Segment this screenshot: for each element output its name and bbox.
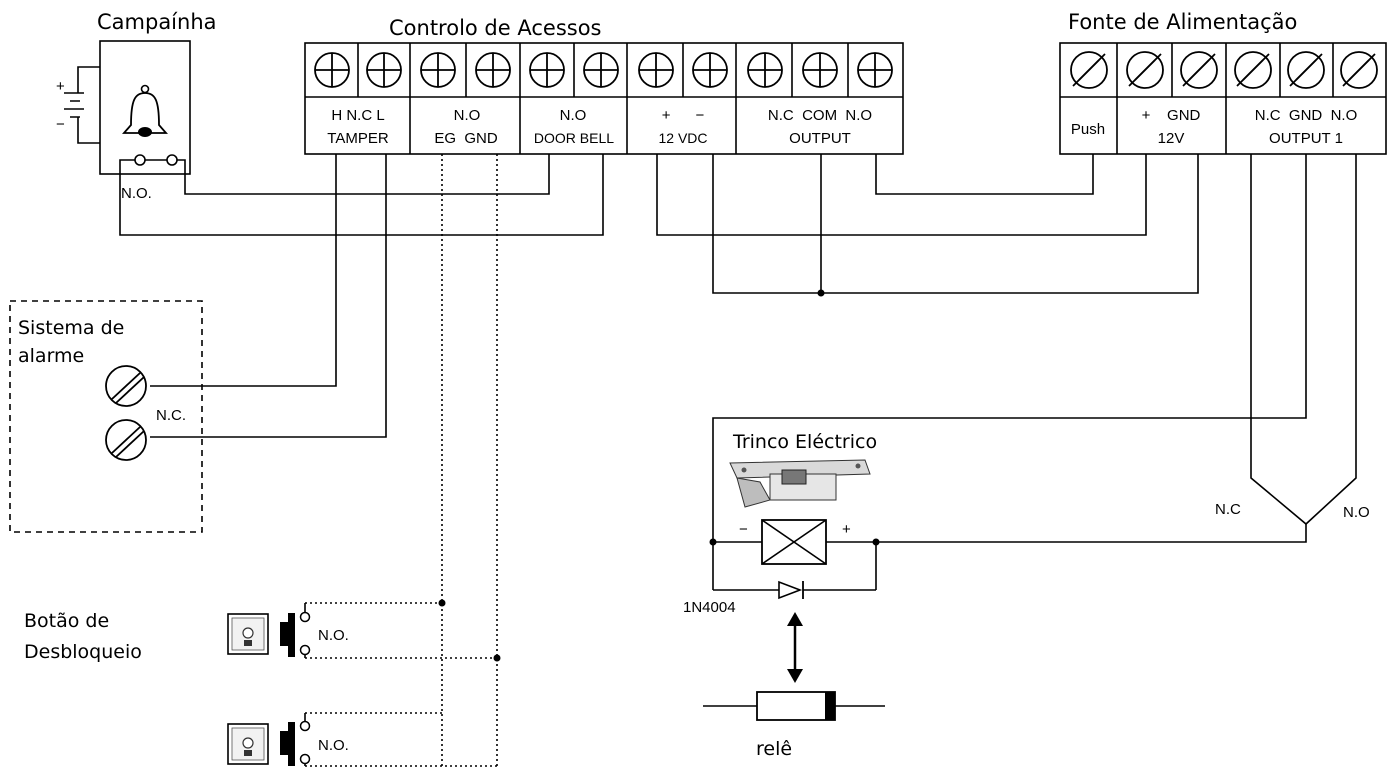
doorbell: + − N.O. xyxy=(56,40,191,202)
coil-plus-label: + xyxy=(842,521,851,538)
alarm-contact-label: N.C. xyxy=(156,407,186,424)
relay-title: relê xyxy=(756,738,792,760)
psu-12v-bottom-label: 12V xyxy=(1158,130,1185,147)
controller-screw-icon xyxy=(692,52,728,88)
strike-title: Trinco Eléctrico xyxy=(732,431,877,453)
alarm-title-line2: alarme xyxy=(18,345,84,367)
psu-title: Fonte de Alimentação xyxy=(1068,10,1297,34)
psu-screw-icon xyxy=(1126,51,1164,89)
power-bottom-label: 12 VDC xyxy=(658,130,707,146)
power-top-label: + − xyxy=(662,107,705,124)
relay-icon xyxy=(703,691,885,721)
controller-screw-icon xyxy=(583,52,619,88)
controller-screw-icon xyxy=(638,52,674,88)
electric-strike-icon xyxy=(729,459,871,508)
psu-screw-icon xyxy=(1180,51,1218,89)
access-controller-terminal: H N.C L TAMPER N.O EG GND N.O DOOR BELL … xyxy=(304,42,904,155)
exit-button-1: N.O. xyxy=(227,603,349,658)
alarm-screw-2-icon xyxy=(105,419,147,461)
relay-no-label: N.O xyxy=(1343,504,1370,521)
tamper-top-label: H N.C L xyxy=(331,107,384,124)
button1-contact-label: N.O. xyxy=(318,627,349,644)
door-bottom-label: DOOR BELL xyxy=(534,130,614,146)
eg-top-label: N.O xyxy=(454,107,481,124)
controller-screw-icon xyxy=(802,52,838,88)
psu-screw-icon xyxy=(1234,51,1272,89)
coil-minus-label: − xyxy=(739,521,748,538)
button-title-line2: Desbloqueio xyxy=(24,641,142,663)
psu-screw-icon xyxy=(1287,51,1325,89)
relay-nc-label: N.C xyxy=(1215,501,1241,518)
psu-12v-top-label: + GND xyxy=(1142,107,1201,124)
wires xyxy=(119,154,1357,769)
battery-plus: + xyxy=(56,78,65,95)
controller-screw-icon xyxy=(314,52,350,88)
psu-output-bottom-label: OUTPUT 1 xyxy=(1269,130,1343,147)
output-bottom-label: OUTPUT xyxy=(789,130,851,147)
strike-coil: − + xyxy=(709,519,880,565)
controller-screw-icon xyxy=(857,52,893,88)
tamper-bottom-label: TAMPER xyxy=(327,130,389,147)
psu-screw-icon xyxy=(1340,51,1378,89)
double-arrow-icon xyxy=(787,612,803,683)
diode: 1N4004 xyxy=(683,580,876,616)
controller-screw-icon xyxy=(475,52,511,88)
controller-title: Controlo de Acessos xyxy=(389,16,602,40)
bell-icon xyxy=(122,84,168,137)
bell-contact-label: N.O. xyxy=(121,185,152,202)
controller-screw-icon xyxy=(366,52,402,88)
controller-screw-icon xyxy=(420,52,456,88)
psu-push-label: Push xyxy=(1071,121,1105,138)
controller-screw-icon xyxy=(747,52,783,88)
alarm-system: Sistema de alarme N.C. xyxy=(9,300,203,533)
power-supply-terminal: Push + GND 12V N.C GND N.O OUTPUT 1 xyxy=(1059,42,1387,155)
button-title-line1: Botão de xyxy=(24,610,109,632)
psu-output-top-label: N.C GND N.O xyxy=(1255,107,1358,124)
exit-button-2: N.O. xyxy=(227,713,349,766)
psu-screw-icon xyxy=(1070,51,1108,89)
door-top-label: N.O xyxy=(560,107,587,124)
eg-bottom-label: EG GND xyxy=(434,130,498,147)
bell-title: Campaínha xyxy=(97,10,217,34)
battery-minus: − xyxy=(56,116,65,133)
controller-screw-icon xyxy=(529,52,565,88)
alarm-title-line1: Sistema de xyxy=(18,317,124,339)
button2-contact-label: N.O. xyxy=(318,737,349,754)
output-top-label: N.C COM N.O xyxy=(768,107,872,124)
alarm-screw-1-icon xyxy=(105,365,147,407)
diode-label: 1N4004 xyxy=(683,599,736,616)
